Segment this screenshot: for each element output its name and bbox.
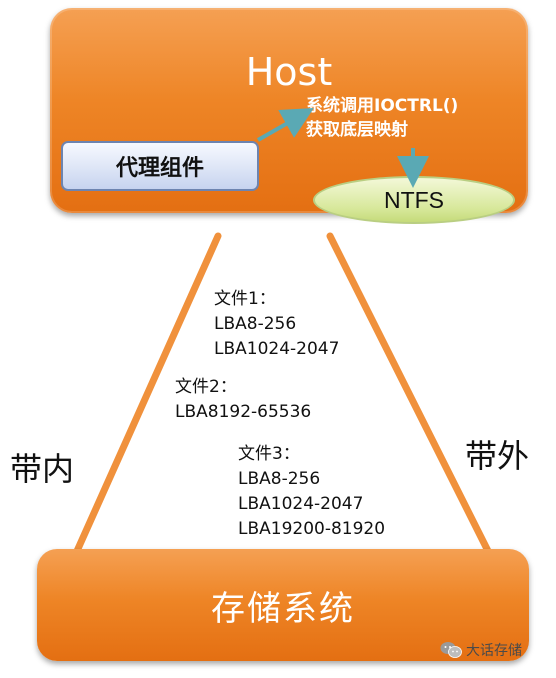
file-2-block: 文件2： LBA8192-65536 xyxy=(175,375,311,425)
file-1-block: 文件1： LBA8-256 LBA1024-2047 xyxy=(214,287,339,362)
storage-system-title: 存储系统 xyxy=(211,588,355,629)
file-3-block: 文件3： LBA8-256 LBA1024-2047 LBA19200-8192… xyxy=(238,442,385,542)
file-3-range-2: LBA1024-2047 xyxy=(238,494,364,514)
file-1-range-2: LBA1024-2047 xyxy=(214,339,340,359)
syscall-text: 系统调用IOCTRL() 获取底层映射 xyxy=(306,94,458,142)
file-3-name: 文件3： xyxy=(238,444,300,464)
file-1-name: 文件1： xyxy=(214,289,276,309)
agent-component-label: 代理组件 xyxy=(115,156,204,181)
host-title: Host xyxy=(245,50,333,94)
file-3-range-1: LBA8-256 xyxy=(238,469,321,489)
wechat-icon xyxy=(440,642,462,658)
agent-component-box: 代理组件 xyxy=(61,141,259,191)
agent-to-syscall-arrow xyxy=(257,108,314,142)
ntfs-label: NTFS xyxy=(383,186,445,213)
in-band-line xyxy=(73,232,222,555)
out-of-band-label: 带外 xyxy=(465,437,530,475)
in-band-label: 带内 xyxy=(10,450,75,488)
file-2-range-1: LBA8192-65536 xyxy=(175,402,312,422)
out-of-band-line xyxy=(326,232,492,555)
syscall-line-2: 获取底层映射 xyxy=(306,120,408,140)
file-3-range-3: LBA19200-81920 xyxy=(238,519,386,539)
file-1-range-1: LBA8-256 xyxy=(214,314,297,334)
syscall-line-1: 系统调用IOCTRL() xyxy=(306,96,459,116)
file-2-name: 文件2： xyxy=(175,377,237,397)
watermark: 大话存储 xyxy=(440,640,522,660)
watermark-text: 大话存储 xyxy=(466,643,522,659)
